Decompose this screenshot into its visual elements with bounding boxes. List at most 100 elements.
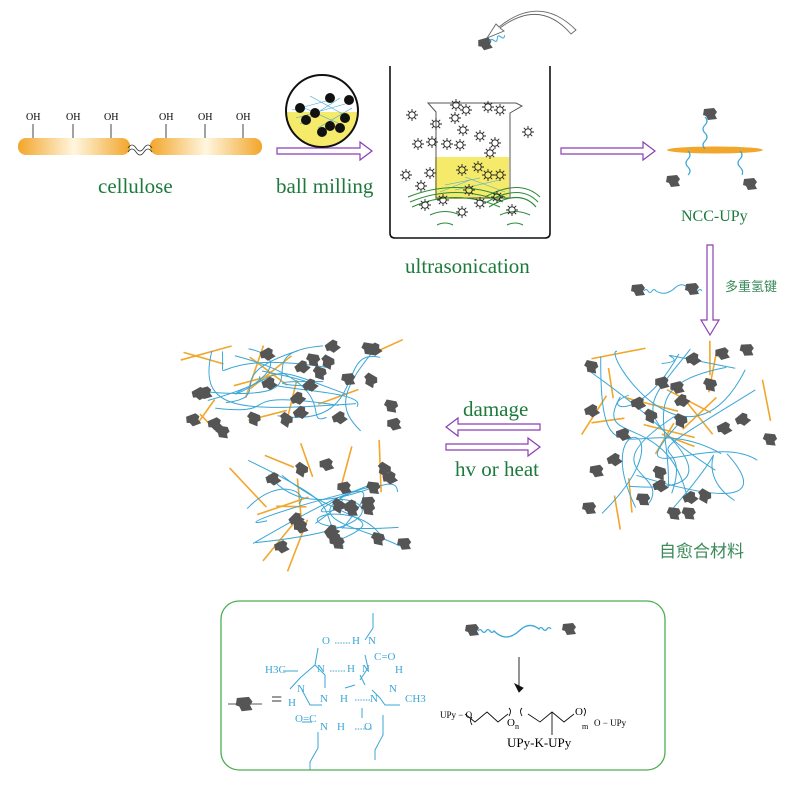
hydroxyl-label: OH xyxy=(104,112,119,123)
arrow-heal xyxy=(445,436,541,458)
hydroxyl-label: OH xyxy=(198,112,213,123)
arrow-ball-milling xyxy=(276,140,373,162)
polymer-chain xyxy=(261,370,324,387)
polymer-chain xyxy=(225,350,298,404)
nanocrystal-rod xyxy=(262,520,297,562)
nanocrystal-rod xyxy=(233,373,278,387)
upy-unit xyxy=(635,492,651,507)
polymer-chain xyxy=(617,353,680,408)
label-ncc-upy: NCC-UPy xyxy=(681,208,748,225)
polymer-chain xyxy=(656,416,758,461)
upy-unit xyxy=(341,373,356,386)
glycosidic-link xyxy=(127,144,153,152)
label-ball-milling: ball milling xyxy=(276,174,374,198)
polymer-right-end: O − UPy xyxy=(594,718,627,728)
polymer-chain xyxy=(601,436,643,514)
polymer-chain xyxy=(316,513,399,539)
upy-unit xyxy=(665,505,682,521)
polymer-oxygen: O xyxy=(507,717,515,729)
subscript-m: m xyxy=(582,722,589,731)
polymer-chain xyxy=(255,486,372,523)
nanocrystal-rod xyxy=(591,347,646,360)
upy-symbol-legend xyxy=(228,696,262,712)
upy-unit xyxy=(184,412,202,428)
polymer-chain xyxy=(667,389,756,494)
polymer-chain xyxy=(207,373,347,402)
upy-unit xyxy=(605,451,624,469)
upy-reagent xyxy=(477,35,506,52)
cellulose-rod-left xyxy=(18,138,130,155)
upy-unit xyxy=(701,376,719,393)
upy-unit xyxy=(318,457,335,473)
polymer-chain xyxy=(652,348,716,471)
polymer-chain xyxy=(671,454,735,510)
hydroxyl-bonds xyxy=(32,124,244,138)
hydrogen-bond-dashes xyxy=(330,642,372,730)
polymer-chain xyxy=(277,355,381,418)
nanocrystal-rod xyxy=(682,396,717,430)
curved-arrow-feed xyxy=(485,10,577,39)
polymer-oxygen: O xyxy=(575,706,583,718)
upy-unit xyxy=(276,410,296,429)
nanocrystal-rod xyxy=(264,454,295,469)
upy-unit xyxy=(761,432,778,447)
hydroxyl-label: OH xyxy=(26,112,41,123)
subscript-n: n xyxy=(515,722,519,731)
network-damaged-top xyxy=(180,337,404,440)
polymer-chain xyxy=(662,366,727,488)
polymer-chain xyxy=(329,485,400,547)
polymer-chain xyxy=(234,355,327,420)
polymer-chain xyxy=(281,474,364,545)
nanocrystal-rod xyxy=(613,495,622,530)
label-cellulose: cellulose xyxy=(98,174,173,198)
hydroxyl-label: OH xyxy=(159,112,174,123)
label-ultrasonication: ultrasonication xyxy=(405,254,530,278)
cellulose-rod-right xyxy=(150,138,262,155)
label-damage: damage xyxy=(463,397,529,421)
ncc-upy-particle xyxy=(666,108,763,190)
nanocrystal-rod xyxy=(591,417,625,424)
upy-unit xyxy=(396,537,412,551)
process-arrows xyxy=(276,140,721,458)
upy-unit xyxy=(650,464,669,481)
hydroxyl-label: OH xyxy=(66,112,81,123)
upy-unit xyxy=(369,530,387,547)
legend-equals: = xyxy=(271,689,283,711)
upy-unit xyxy=(581,501,597,515)
upy-unit xyxy=(361,371,380,390)
upy-unit xyxy=(715,420,733,437)
polymer-backbone xyxy=(464,657,586,735)
hydroxyl-label: OH xyxy=(236,112,251,123)
nanocrystal-rod xyxy=(299,442,314,478)
upy-k-upy-chain xyxy=(631,283,703,296)
polymer-chain xyxy=(600,356,722,455)
upy-unit xyxy=(589,464,604,478)
upy-unit xyxy=(739,343,755,357)
upy-unit xyxy=(244,410,263,428)
cellulose-molecule xyxy=(18,124,262,156)
polymer-name: UPy-K-UPy xyxy=(507,735,572,750)
arrow-down-hbond xyxy=(699,244,721,337)
ultrasound-waves xyxy=(407,186,541,226)
upy-unit xyxy=(365,480,382,495)
upy-unit xyxy=(323,337,342,356)
beaker xyxy=(426,102,524,199)
nanocrystal-rod xyxy=(183,351,224,365)
upy-unit xyxy=(386,417,402,432)
nanocrystal-rod xyxy=(180,345,232,361)
legend-box xyxy=(220,600,666,771)
upy-unit xyxy=(680,506,697,521)
polymer-chain xyxy=(208,350,357,408)
upy-unit xyxy=(300,376,320,395)
upy-unit xyxy=(330,409,349,427)
label-self-healing-material: 自愈合材料 xyxy=(659,542,744,562)
upy-unit xyxy=(264,470,282,488)
polymer-left-end: UPy − O xyxy=(440,710,473,720)
upy-unit xyxy=(714,346,731,361)
upy-unit xyxy=(681,489,700,507)
upy-unit xyxy=(695,486,714,505)
upy-unit xyxy=(292,358,312,377)
nanocrystal-rod xyxy=(276,505,307,508)
nanocrystal-rod xyxy=(317,388,359,405)
